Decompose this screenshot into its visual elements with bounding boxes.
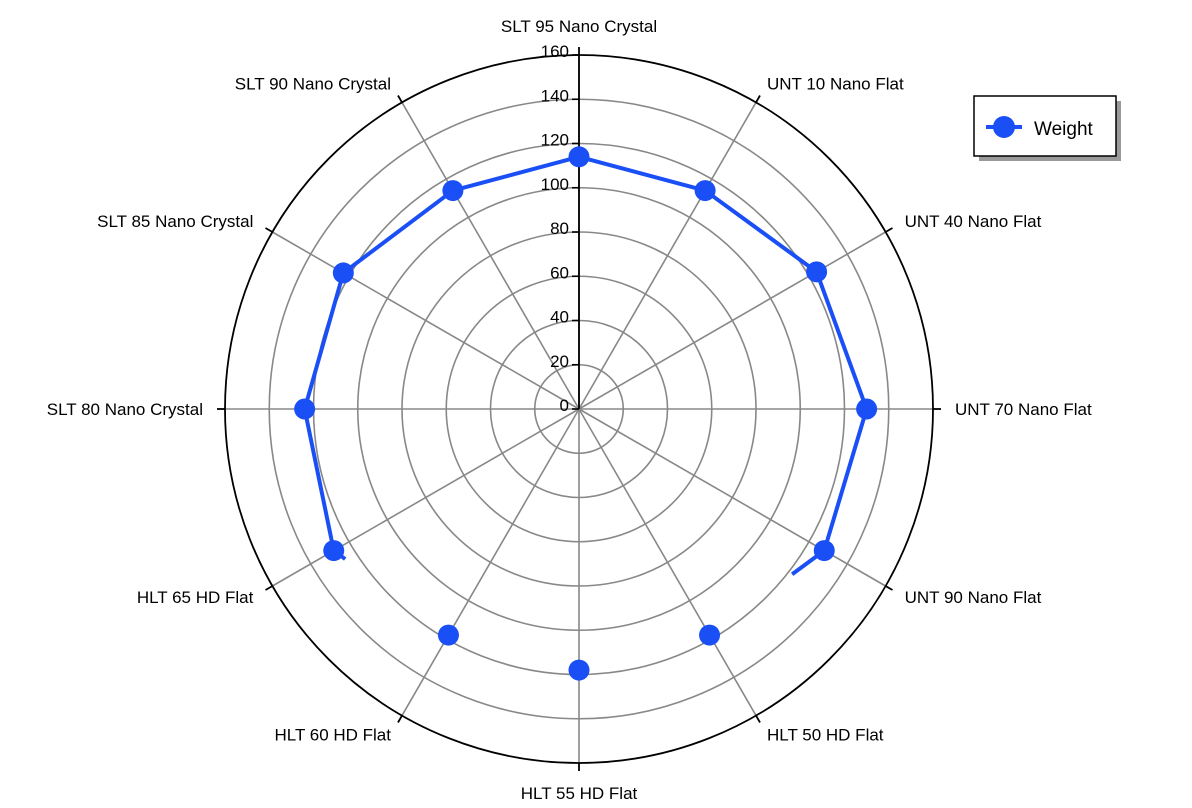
radial-tick-label-120: 120 [541, 131, 569, 150]
frame-tick-1 [755, 95, 761, 103]
frame-tick-7 [397, 715, 403, 723]
spoke-11 [401, 102, 580, 410]
category-label-1: UNT 10 Nano Flat [767, 74, 904, 93]
data-point-2 [806, 261, 828, 283]
data-point-6 [568, 659, 590, 681]
category-label-7: HLT 60 HD Flat [274, 726, 391, 745]
spoke-7 [401, 408, 580, 716]
data-point-0 [568, 146, 590, 168]
spoke-10 [272, 231, 580, 410]
spoke-2 [578, 231, 886, 410]
data-point-4 [813, 540, 835, 562]
series-line-segment-11 [450, 154, 581, 193]
data-point-5 [699, 624, 721, 646]
category-label-2: UNT 40 Nano Flat [905, 212, 1042, 231]
legend: Weight [973, 95, 1121, 161]
radial-tick-label-80: 80 [550, 219, 569, 238]
spoke-8 [272, 408, 580, 587]
data-series [294, 146, 878, 681]
category-label-5: HLT 50 HD Flat [767, 726, 884, 745]
data-point-10 [332, 262, 354, 284]
category-label-8: HLT 65 HD Flat [137, 588, 254, 607]
radial-tick-label-160: 160 [541, 42, 569, 61]
series-line-segment-2 [814, 269, 869, 411]
frame-tick-5 [755, 715, 761, 723]
radial-tick-label-40: 40 [550, 308, 569, 327]
spoke-5 [578, 408, 757, 716]
frame-tick-2 [885, 227, 893, 233]
data-point-9 [294, 398, 316, 420]
frame-tick-8 [265, 585, 273, 591]
radial-tick-label-0: 0 [560, 396, 569, 415]
spoke-4 [578, 408, 886, 587]
series-line-segment-9 [302, 270, 346, 411]
radial-tick-label-60: 60 [550, 263, 569, 282]
legend-marker-swatch [993, 116, 1015, 138]
radial-tick-label-140: 140 [541, 86, 569, 105]
data-point-8 [323, 540, 345, 562]
radial-tick-label-100: 100 [541, 175, 569, 194]
data-point-1 [694, 180, 716, 202]
series-line-segment-0 [577, 154, 708, 193]
radial-ticks: 0 20 40 60 80 100 120 140 160 [541, 42, 580, 415]
category-label-3: UNT 70 Nano Flat [955, 400, 1092, 419]
series-line-segment-1 [703, 188, 819, 274]
data-point-11 [442, 180, 464, 202]
series-line-segment-8 [302, 407, 336, 553]
frame-tick-10 [265, 227, 273, 233]
frame-tick-4 [885, 585, 893, 591]
category-label-4: UNT 90 Nano Flat [905, 588, 1042, 607]
category-label-9: SLT 80 Nano Crystal [47, 400, 203, 419]
category-label-11: SLT 90 Nano Crystal [235, 74, 391, 93]
data-point-7 [437, 624, 459, 646]
series-line-segment-10 [341, 188, 455, 275]
category-label-0: SLT 95 Nano Crystal [501, 17, 657, 36]
series-line-segment-3 [822, 407, 869, 553]
data-point-3 [856, 398, 878, 420]
spoke-1 [578, 102, 757, 410]
legend-entry-weight: Weight [1034, 119, 1094, 140]
radial-tick-label-20: 20 [550, 352, 569, 371]
category-label-6: HLT 55 HD Flat [521, 784, 638, 803]
frame-tick-11 [397, 95, 403, 103]
category-label-10: SLT 85 Nano Crystal [97, 212, 253, 231]
